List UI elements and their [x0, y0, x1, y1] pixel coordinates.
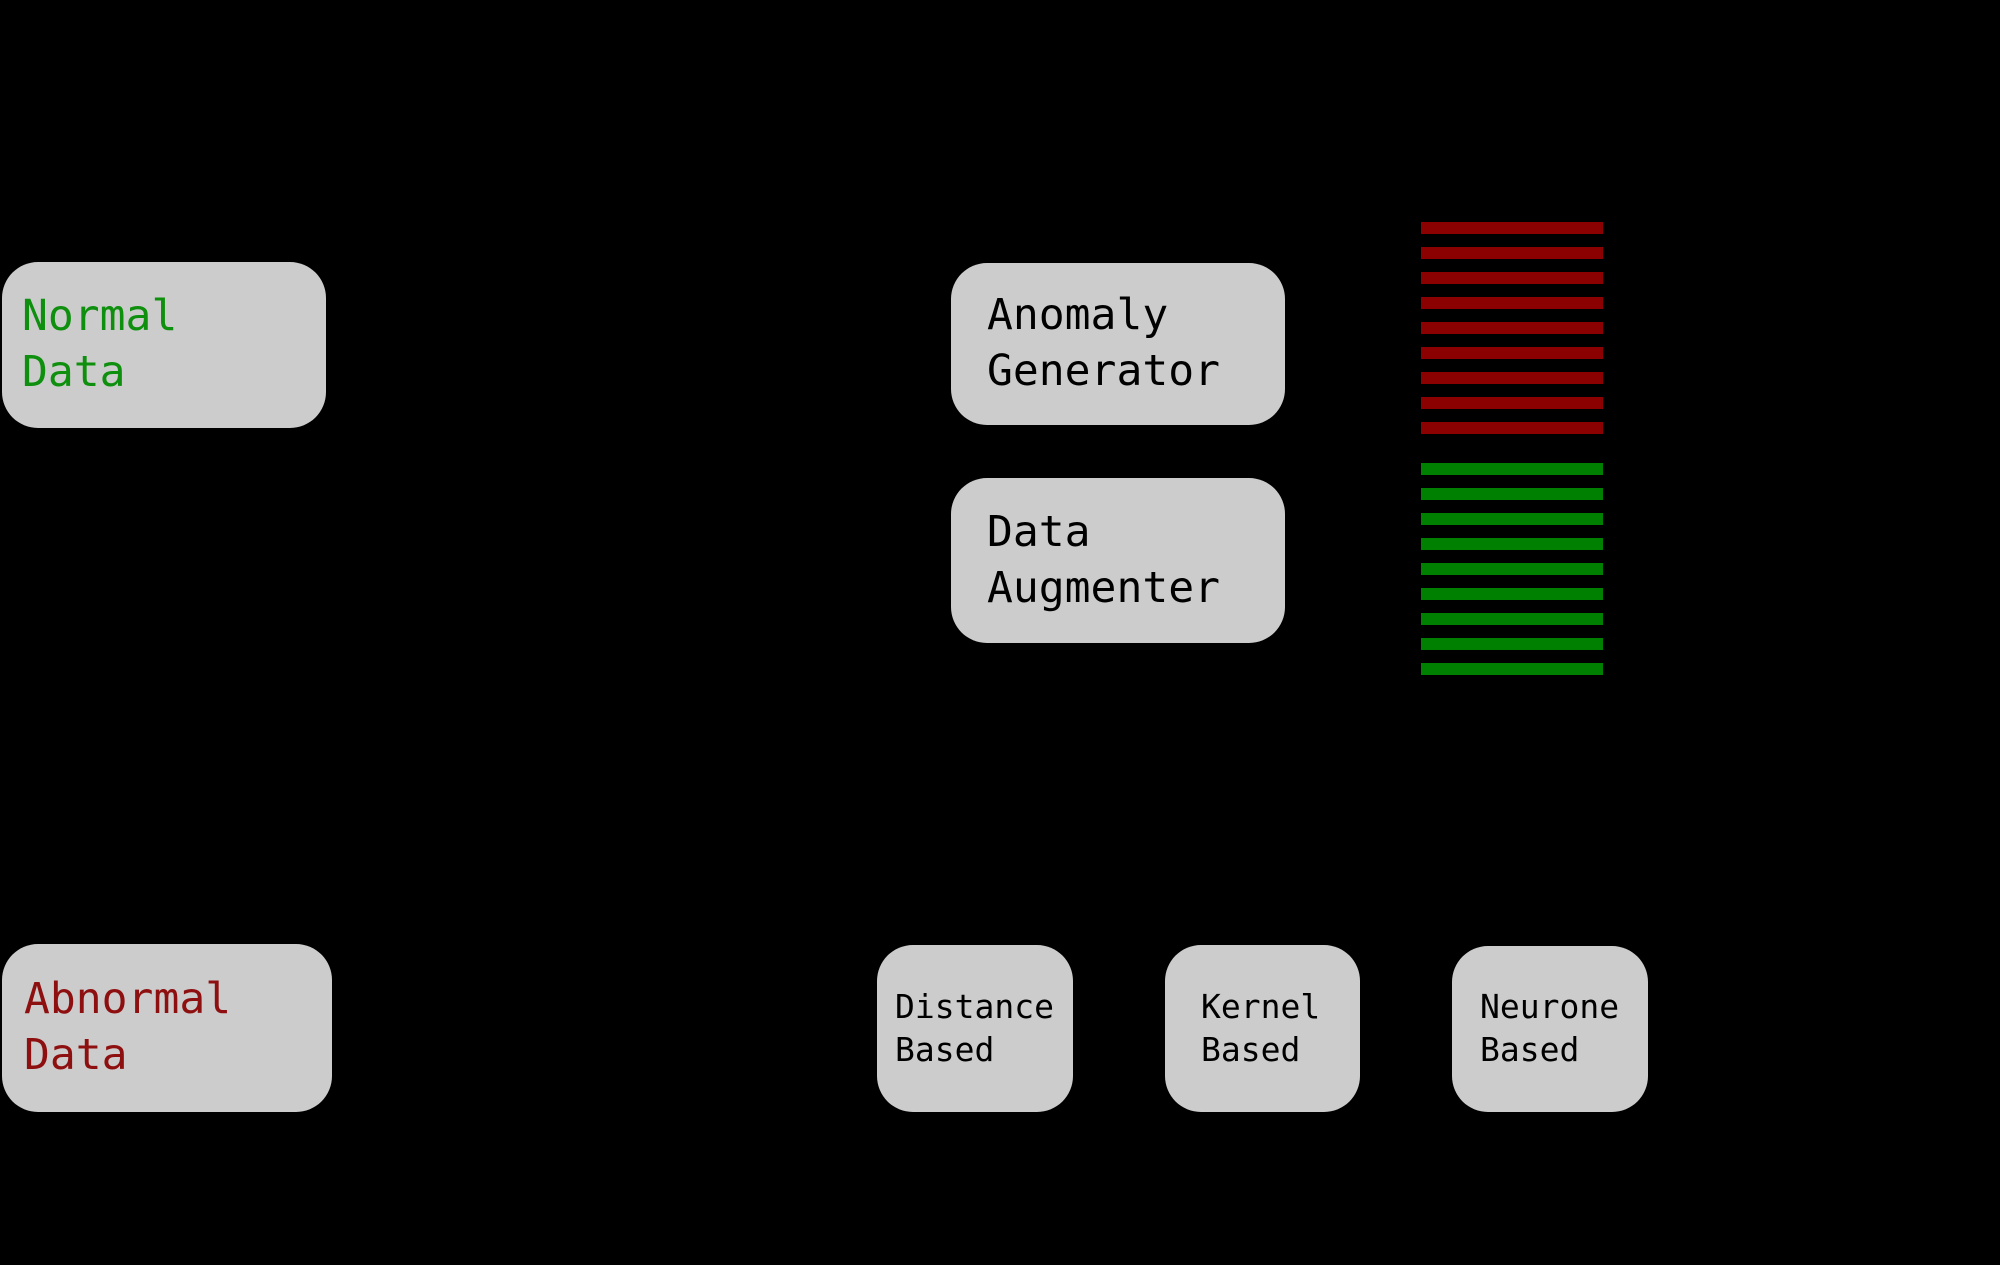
anomaly-data-stripes: [1421, 222, 1603, 447]
stripe: [1421, 397, 1603, 409]
kernel-based-label-line1: Kernel: [1201, 986, 1321, 1026]
normal-data-label-line1: Normal: [22, 291, 178, 342]
neurone-based-label-line2: Based: [1480, 1030, 1580, 1069]
stripe: [1421, 463, 1603, 475]
stripe: [1421, 297, 1603, 309]
stripe: [1421, 488, 1603, 500]
neurone-based-box: Neurone Based: [1452, 946, 1648, 1112]
stripe: [1421, 247, 1603, 259]
stripe: [1421, 538, 1603, 550]
data-augmenter-label-line1: Data: [987, 506, 1091, 557]
stripe: [1421, 513, 1603, 525]
data-augmenter-box: Data Augmenter: [951, 478, 1285, 643]
anomaly-generator-label-line1: Anomaly: [987, 290, 1169, 341]
stripe: [1421, 613, 1603, 625]
stripe: [1421, 638, 1603, 650]
stripe: [1421, 372, 1603, 384]
abnormal-data-label-line2: Data: [24, 1030, 128, 1080]
stripe: [1421, 272, 1603, 284]
anomaly-generator-label-line2: Generator: [987, 346, 1220, 396]
stripe: [1421, 222, 1603, 234]
distance-based-label-line2: Based: [895, 1029, 995, 1069]
stripe: [1421, 588, 1603, 600]
stripe: [1421, 563, 1603, 575]
distance-based-label-line1: Distance: [895, 986, 1054, 1026]
stripe: [1421, 347, 1603, 359]
normal-data-label-line2: Data: [22, 347, 126, 397]
augmented-data-stripes: [1421, 463, 1603, 688]
neurone-based-label-line1: Neurone: [1480, 987, 1620, 1027]
stripe: [1421, 322, 1603, 334]
kernel-based-label-line2: Based: [1201, 1029, 1301, 1069]
normal-data-box: Normal Data: [2, 262, 326, 428]
distance-based-box: Distance Based: [877, 945, 1073, 1112]
abnormal-data-box: Abnormal Data: [2, 944, 332, 1112]
anomaly-generator-box: Anomaly Generator: [951, 263, 1285, 425]
stripe: [1421, 663, 1603, 675]
kernel-based-box: Kernel Based: [1165, 945, 1360, 1112]
abnormal-data-label-line1: Abnormal: [24, 974, 232, 1025]
stripe: [1421, 422, 1603, 434]
data-augmenter-label-line2: Augmenter: [987, 562, 1220, 613]
